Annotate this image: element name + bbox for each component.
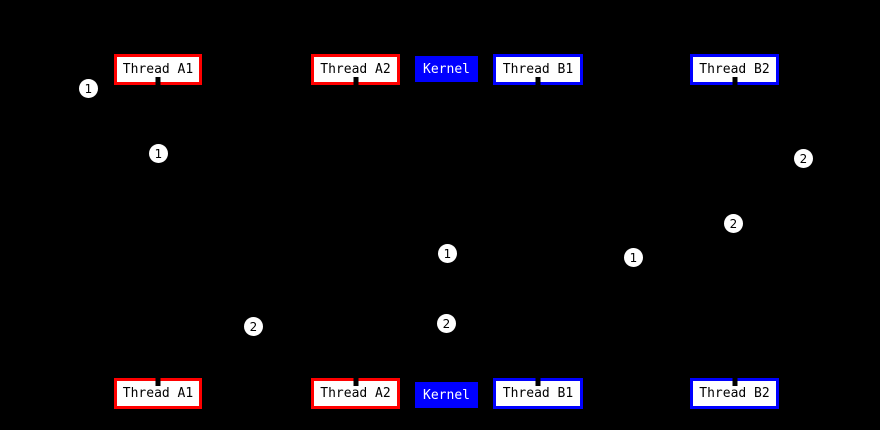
lifeline-notch (155, 77, 161, 85)
actor-label: Thread A1 (122, 386, 194, 401)
step-badge-number: 1 (443, 246, 452, 261)
step-badge-number: 2 (799, 151, 808, 166)
actor-label: Thread A1 (122, 62, 194, 77)
lifeline-notch (155, 378, 161, 386)
step-badge-number: 1 (154, 146, 163, 161)
actor-box-thread-b1-top: Thread B1 (493, 54, 583, 85)
lifeline-notch (732, 77, 737, 85)
step-badge: 2 (794, 149, 813, 168)
lifeline-notch (535, 378, 541, 386)
actor-box-thread-b2-top: Thread B2 (690, 54, 779, 85)
step-badge-number: 1 (84, 81, 93, 96)
actor-label: Thread B1 (502, 62, 574, 77)
step-badge-number: 1 (629, 250, 638, 265)
actor-box-thread-a1-bottom: Thread A1 (114, 378, 202, 409)
step-badge: 1 (79, 79, 98, 98)
actor-label: Thread B1 (502, 386, 574, 401)
step-badge: 1 (438, 244, 457, 263)
step-badge: 1 (624, 248, 643, 267)
actor-label: Thread B2 (699, 386, 770, 401)
actor-label: Thread A2 (320, 386, 391, 401)
actor-label: Thread A2 (320, 62, 391, 77)
step-badge: 2 (724, 214, 743, 233)
actor-box-kernel-top: Kernel (415, 56, 478, 82)
step-badge: 2 (437, 314, 456, 333)
actor-box-kernel-bottom: Kernel (415, 382, 478, 408)
step-badge-number: 2 (729, 216, 738, 231)
step-badge-number: 2 (249, 319, 258, 334)
actor-label: Kernel (423, 61, 470, 77)
actor-label: Thread B2 (699, 62, 770, 77)
lifeline-notch (732, 378, 737, 386)
lifeline-notch (353, 77, 358, 85)
actor-box-thread-a2-top: Thread A2 (311, 54, 400, 85)
actor-box-thread-a1-top: Thread A1 (114, 54, 202, 85)
lifeline-notch (535, 77, 541, 85)
step-badge: 2 (244, 317, 263, 336)
actor-box-thread-a2-bottom: Thread A2 (311, 378, 400, 409)
actor-box-thread-b1-bottom: Thread B1 (493, 378, 583, 409)
lifeline-notch (353, 378, 358, 386)
actor-box-thread-b2-bottom: Thread B2 (690, 378, 779, 409)
actor-label: Kernel (423, 387, 470, 403)
step-badge: 1 (149, 144, 168, 163)
step-badge-number: 2 (442, 316, 451, 331)
